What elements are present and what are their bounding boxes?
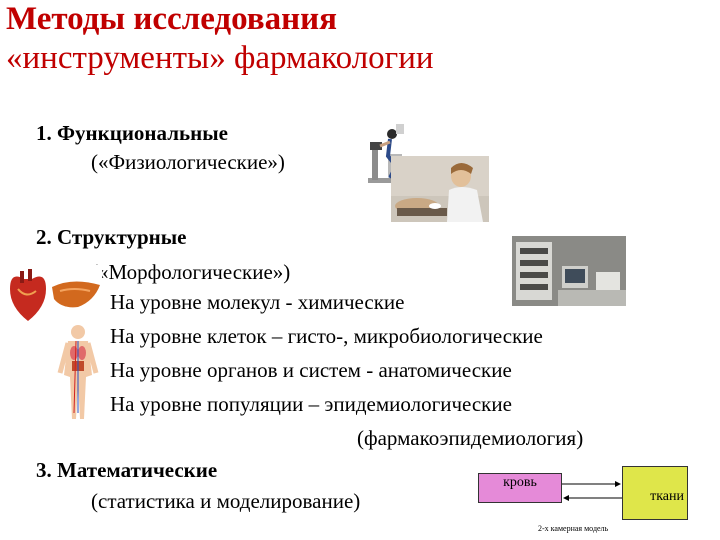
- lab-equipment-image: [512, 236, 626, 306]
- blood-compartment: кровь: [478, 473, 562, 503]
- blood-label: кровь: [503, 475, 537, 490]
- model-caption: 2-х камерная модель: [538, 524, 609, 533]
- slide-title: Методы исследования «инструменты» фармак…: [6, 2, 434, 75]
- heart-liver-image: [2, 265, 102, 327]
- functional-heading: 1. Функциональные: [36, 121, 228, 145]
- math-sub: (статистика и моделирование): [91, 489, 361, 513]
- level-cells: На уровне клеток – гисто-, микробиологич…: [110, 324, 543, 348]
- structural-heading: 2. Структурные: [36, 225, 187, 249]
- structural-sub: («Морфологические»): [91, 260, 291, 284]
- math-heading: 3. Математические: [36, 458, 218, 482]
- doctor-patient-image: [391, 156, 489, 222]
- functional-sub: («Физиологические»): [91, 150, 285, 174]
- compartment-arrows: [562, 481, 622, 501]
- human-anatomy-image: [54, 323, 102, 421]
- level-population: На уровне популяции – эпидемиологические: [110, 392, 512, 416]
- tissue-label: ткани: [650, 489, 684, 504]
- title-line-1: Методы исследования: [6, 1, 337, 37]
- tissue-compartment: ткани: [622, 466, 688, 520]
- pharmacoepidemiology: (фармакоэпидемиология): [357, 426, 584, 450]
- level-molecules: На уровне молекул - химические: [110, 290, 405, 314]
- level-organs: На уровне органов и систем - анатомическ…: [110, 358, 512, 382]
- title-line-2: «инструменты» фармакологии: [6, 39, 434, 76]
